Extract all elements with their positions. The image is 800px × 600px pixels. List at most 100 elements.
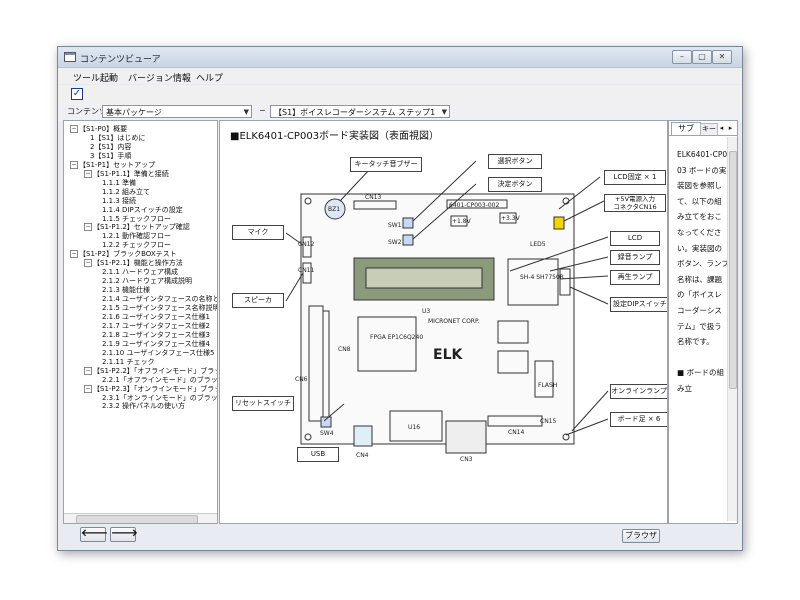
chevron-down-icon: ▼: [441, 108, 447, 116]
tree-item[interactable]: 【S1-P2】ブラックBOXテスト: [79, 250, 177, 259]
silk-elk: ELK: [433, 347, 463, 363]
title-bar: コンテンツビューア – ▢ ✕: [58, 47, 742, 68]
callout-rec-lamp: 録音ランプ: [610, 250, 660, 265]
tree-item[interactable]: 1.1.4 DIPスイッチの設定: [102, 205, 183, 214]
callout-lcd: LCD: [610, 231, 660, 246]
tree-item[interactable]: 2.1.3 機能仕様: [102, 286, 151, 295]
tree-item[interactable]: 2.2.1「オフラインモード」のブラックBO: [102, 375, 218, 384]
flash-chip: [534, 360, 554, 398]
menu-help[interactable]: ヘルプ: [196, 74, 224, 84]
silk-cn8: CN8: [338, 346, 351, 353]
tab-scroll-left-icon[interactable]: ◂: [719, 124, 724, 132]
callout-buzzer: キータッチ音ブザー: [350, 157, 422, 172]
silk-sw1: SW1: [388, 222, 402, 229]
silk-sw4: SW4: [320, 430, 334, 437]
tree-item[interactable]: 2.3.1「オンラインモード」のブラックBO: [102, 393, 218, 402]
silk-cn13: CN13: [365, 194, 381, 201]
tree-item[interactable]: 【S1-P2.3】「オンラインモード」ブラックBO: [93, 384, 217, 393]
tree-item[interactable]: 2.1.2 ハードウェア構成説明: [102, 277, 193, 286]
main-window: コンテンツビューア – ▢ ✕ ツール起動 バージョン情報 ヘルプ ✓ コンテン…: [57, 46, 743, 551]
tree-item[interactable]: 2.1.9 ユーザインタフェース仕様4: [102, 339, 210, 348]
tree-item[interactable]: 【S1-P1】セットアップ: [79, 160, 156, 169]
content-selector-row: コンテンツ 基本パッケージ ▼ − 【S1】ボイスレコーダーシステム ステップ1…: [58, 103, 742, 175]
mount-hole: [304, 197, 312, 205]
tab-sub[interactable]: サブ: [671, 122, 701, 135]
browser-button[interactable]: ブラウザ: [622, 529, 660, 543]
tree-horizontal-scrollbar[interactable]: [64, 513, 217, 523]
package-select[interactable]: 基本パッケージ ▼: [102, 105, 252, 118]
back-button[interactable]: 🡐: [80, 527, 108, 542]
tree-item[interactable]: 【S1-P2.2】「オフラインモード」ブラックBO: [93, 366, 217, 375]
selector-separator: −: [259, 106, 266, 115]
menu-version-info[interactable]: バージョン情報: [128, 74, 191, 84]
forward-button[interactable]: 🡒: [110, 527, 138, 542]
sub-panel-scrollbar[interactable]: [727, 137, 737, 521]
tree-item[interactable]: 1.1.3 接続: [102, 196, 137, 205]
tree-item[interactable]: 2.3.2 操作パネルの使い方: [102, 402, 186, 411]
usb-part: [353, 425, 373, 447]
mem-chip: [497, 350, 529, 374]
maximize-button[interactable]: ▢: [692, 50, 712, 64]
tree-item[interactable]: 【S1-P0】概要: [79, 125, 128, 133]
content-pane: ■ELK6401-CP003ボード実装図（表面視図）: [219, 120, 668, 524]
board-heading: ■ELK6401-CP003ボード実装図（表面視図）: [230, 131, 440, 142]
callout-usb: USB: [297, 447, 339, 462]
tree-expander-icon[interactable]: −: [70, 250, 78, 259]
tree-item[interactable]: 3【S1】手順: [90, 151, 132, 160]
silk-cn6: CN6: [295, 376, 308, 383]
tree-item[interactable]: 2.1.5 ユーザインタフェース名称説明: [102, 304, 218, 312]
silk-u3: U3: [422, 308, 430, 315]
minimize-button[interactable]: –: [672, 50, 692, 64]
close-button[interactable]: ✕: [712, 50, 732, 64]
tree-item[interactable]: 1.1.5 チェックフロー: [102, 214, 172, 223]
tree-expander-icon[interactable]: −: [84, 384, 92, 393]
reg-18: [450, 215, 468, 227]
callout-feet: ボード足 × 6: [610, 412, 667, 427]
callout-play-lamp: 再生ランプ: [610, 270, 660, 285]
tree-item[interactable]: 1.2.1 動作確認フロー: [102, 232, 172, 241]
silk-sh4: SH-4 SH7750R: [520, 274, 564, 281]
callout-enter-button: 決定ボタン: [488, 177, 542, 192]
dip-switch: [559, 268, 571, 296]
tree-item[interactable]: 2.1.1 ハードウェア構成: [102, 268, 179, 277]
tree-item[interactable]: 2.1.8 ユーザインタフェース仕様3: [102, 330, 210, 339]
tree-item[interactable]: 【S1-P1.2】セットアップ確認: [93, 223, 190, 232]
tree-item[interactable]: 2.1.11 チェック: [102, 357, 155, 366]
tree-item[interactable]: 1【S1】はじめに: [90, 133, 146, 142]
tab-scroll-right-icon[interactable]: ▸: [728, 124, 733, 132]
cn12-part: [302, 236, 312, 258]
menu-tool-launch[interactable]: ツール起動: [73, 74, 119, 84]
reg-33: [499, 212, 517, 224]
tree-expander-icon[interactable]: −: [84, 169, 92, 178]
tree-expander-icon[interactable]: −: [84, 366, 92, 375]
tree-item[interactable]: 2.1.6 ユーザインタフェース仕様1: [102, 312, 210, 321]
board-outline: [300, 193, 575, 445]
tree-item[interactable]: 2.1.10 ユーザインタフェース仕様5: [102, 348, 215, 357]
tree-expander-icon[interactable]: −: [70, 125, 78, 133]
page-select[interactable]: 【S1】ボイスレコーダーシステム ステップ1 ▼: [270, 105, 450, 118]
silk-fpga: FPGA EP1C6Q240: [370, 334, 423, 341]
silk-micronet: MICRONET CORP.: [428, 318, 480, 325]
tree-item[interactable]: 2【S1】内容: [90, 142, 132, 151]
tree-item[interactable]: 2.1.4 ユーザインタフェースの名称と位: [102, 295, 218, 304]
tree-expander-icon[interactable]: −: [84, 259, 92, 268]
silk-cn3: CN3: [460, 456, 473, 463]
silk-v33: +3.3V: [501, 215, 521, 222]
sub-panel: サブ キー ◂ ▸ ELK6401-CP003 ボードの実装図を参照して、以下の…: [668, 120, 738, 524]
reset-switch-part: [320, 416, 332, 428]
tree-expander-icon[interactable]: −: [84, 223, 92, 232]
tree-item[interactable]: 1.1.2 組み立て: [102, 187, 151, 196]
tree-item[interactable]: 【S1-P1.1】準備と接続: [93, 169, 169, 178]
toolbar-checkbox[interactable]: ✓: [71, 88, 83, 100]
tree-item[interactable]: 2.1.7 ユーザインタフェース仕様2: [102, 321, 210, 330]
content-label: コンテンツ: [67, 107, 107, 116]
tree-expander-icon[interactable]: −: [70, 160, 78, 169]
mem-chip: [497, 320, 529, 344]
sw2-part: [402, 234, 414, 246]
app-icon: [64, 52, 76, 62]
tree-item[interactable]: 1.2.2 チェックフロー: [102, 241, 172, 250]
tree-item[interactable]: 1.1.1 準備: [102, 178, 137, 187]
tree-item[interactable]: 【S1-P2.1】機能と操作方法: [93, 259, 183, 268]
buzzer-part: [324, 198, 346, 220]
